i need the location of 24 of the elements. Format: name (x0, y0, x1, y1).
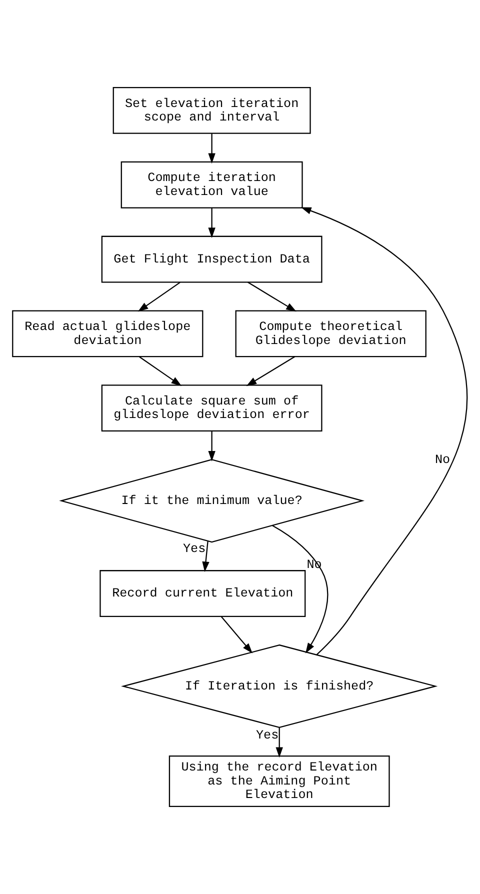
edge-label: No (434, 452, 450, 467)
arrow (220, 616, 252, 654)
node-box: Set elevation iteration scope and interval (112, 87, 311, 134)
node-box: Using the record Elevation as the Aiming Point Elevation (168, 755, 390, 807)
node-diamond: If it the minimum value? (59, 459, 365, 543)
arrow (272, 524, 328, 654)
arrow (208, 431, 216, 462)
node-box: Compute iteration elevation value (120, 161, 303, 208)
arrow (208, 208, 216, 238)
node-box: Compute theoretical Glideslope deviation (235, 310, 426, 358)
arrow (276, 728, 283, 758)
node-box: Record current Elevation (100, 570, 306, 617)
edge-label: Yes (183, 542, 206, 556)
node-box: Read actual glideslope deviation (12, 310, 204, 358)
arrow (208, 134, 216, 164)
node-box: Calculate square sum of glideslope deviation error (101, 384, 322, 432)
arrow (202, 541, 210, 572)
arrow (139, 356, 182, 386)
edge-label: Yes (256, 728, 279, 742)
arrow (138, 282, 180, 312)
node-box: Get Flight Inspection Data (101, 236, 322, 283)
arrow (246, 356, 296, 386)
arrow (248, 282, 296, 312)
arrow (300, 207, 468, 655)
